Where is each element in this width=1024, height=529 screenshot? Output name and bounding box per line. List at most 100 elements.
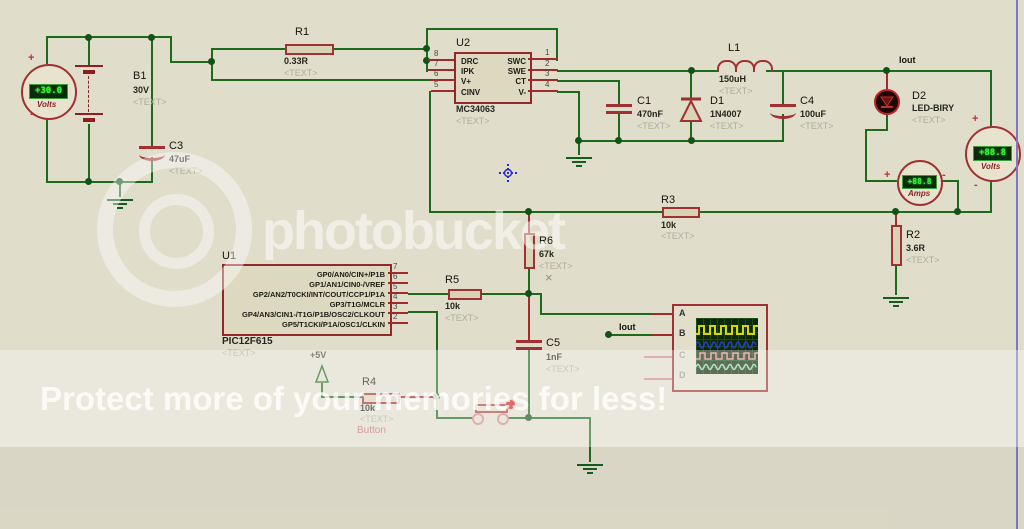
ref-label[interactable]: R4 — [362, 376, 377, 388]
pin-stub[interactable] — [644, 378, 672, 380]
pin-stub[interactable] — [652, 313, 672, 315]
ref-label[interactable]: D2 — [912, 90, 927, 102]
capacitor-c1[interactable] — [606, 104, 632, 107]
pin-stub[interactable] — [396, 396, 438, 398]
wire[interactable] — [408, 293, 448, 295]
text-placeholder[interactable]: <TEXT> — [661, 231, 695, 241]
wire[interactable] — [170, 61, 213, 63]
button-indicator[interactable] — [506, 400, 515, 409]
text-placeholder[interactable]: <TEXT> — [169, 166, 203, 176]
pin-stub[interactable] — [388, 322, 408, 324]
wire[interactable] — [88, 124, 90, 183]
pin-stub[interactable] — [430, 79, 454, 81]
value-label[interactable]: LED-BIRY — [912, 103, 955, 113]
value-label[interactable]: 10k — [661, 220, 677, 230]
text-placeholder[interactable]: <TEXT> — [133, 97, 167, 107]
value-label[interactable]: 470nF — [637, 109, 664, 119]
wire[interactable] — [429, 91, 431, 213]
net-label-iout[interactable]: Iout — [899, 55, 916, 65]
pin-stub[interactable] — [895, 213, 897, 225]
pin-stub[interactable] — [388, 302, 408, 304]
wire[interactable] — [46, 116, 48, 183]
text-placeholder[interactable]: <TEXT> — [456, 116, 490, 126]
wire[interactable] — [690, 121, 692, 142]
ref-label[interactable]: U2 — [456, 37, 471, 49]
wire[interactable] — [211, 48, 286, 50]
pin-stub[interactable] — [528, 69, 558, 71]
wire[interactable] — [436, 398, 438, 418]
wire[interactable] — [119, 181, 121, 197]
part-label[interactable]: PIC12F615 — [222, 336, 273, 347]
net-label-iout2[interactable]: Iout — [619, 322, 636, 332]
pin-stub[interactable] — [428, 59, 454, 61]
ground-symbol[interactable] — [566, 155, 592, 167]
wire[interactable] — [557, 91, 580, 93]
wire[interactable] — [321, 396, 362, 398]
wire[interactable] — [478, 293, 530, 295]
wire[interactable] — [426, 28, 558, 30]
value-label[interactable]: 0.33R — [284, 56, 309, 66]
pin-stub[interactable] — [388, 272, 408, 274]
button-caption[interactable]: Button — [357, 425, 386, 436]
text-placeholder[interactable]: <TEXT> — [546, 364, 580, 374]
value-label[interactable]: 10k — [360, 403, 376, 413]
wire[interactable] — [88, 36, 90, 66]
wire[interactable] — [618, 114, 620, 142]
text-placeholder[interactable]: <TEXT> — [637, 121, 671, 131]
chip-u1[interactable]: GP0/AN0/CIN+/P1B GP1/AN1/CIN0-/VREF GP2/… — [222, 264, 392, 336]
pin-stub[interactable] — [644, 356, 672, 358]
wire[interactable] — [46, 36, 152, 38]
ground-symbol[interactable] — [883, 295, 909, 307]
pin-stub[interactable] — [528, 213, 530, 233]
text-placeholder[interactable]: <TEXT> — [539, 261, 573, 271]
wire[interactable] — [540, 313, 653, 315]
chip-u2[interactable]: DRC IPK V+ CINV SWC SWE CT V- — [454, 52, 532, 104]
text-placeholder[interactable]: <TEXT> — [912, 115, 946, 125]
value-label[interactable]: 47uF — [169, 154, 191, 164]
pin-stub[interactable] — [528, 90, 558, 92]
ground-symbol[interactable] — [577, 462, 603, 474]
ref-label[interactable]: R6 — [539, 235, 554, 247]
wire[interactable] — [408, 311, 438, 313]
wire[interactable] — [46, 181, 153, 183]
ref-label[interactable]: L1 — [728, 42, 741, 54]
wire[interactable] — [578, 142, 580, 155]
wire[interactable] — [429, 211, 662, 213]
wire[interactable] — [610, 334, 653, 336]
text-placeholder[interactable]: <TEXT> — [445, 313, 479, 323]
ref-label[interactable]: D1 — [710, 95, 725, 107]
pin-stub[interactable] — [528, 79, 558, 81]
ref-label[interactable]: R3 — [661, 194, 676, 206]
resistor-r3[interactable] — [662, 207, 700, 218]
wire[interactable] — [865, 180, 897, 182]
pin-stub[interactable] — [388, 312, 408, 314]
pin-stub[interactable] — [528, 58, 558, 60]
text-placeholder[interactable]: <TEXT> — [360, 414, 394, 424]
value-label[interactable]: 10k — [445, 301, 461, 311]
wire[interactable] — [589, 417, 591, 462]
wire[interactable] — [505, 417, 591, 419]
wire[interactable] — [557, 70, 718, 72]
wire[interactable] — [321, 383, 323, 398]
pin-stub[interactable] — [431, 90, 454, 92]
value-label[interactable]: 67k — [539, 249, 555, 259]
part-label[interactable]: MC34063 — [456, 104, 496, 114]
wire[interactable] — [886, 113, 888, 131]
wire[interactable] — [528, 265, 530, 295]
wire[interactable] — [556, 28, 558, 61]
wire[interactable] — [170, 36, 172, 63]
wire[interactable] — [46, 36, 48, 64]
pin-stub[interactable] — [652, 334, 672, 336]
value-label[interactable]: 150uH — [719, 74, 747, 84]
wire[interactable] — [152, 36, 172, 38]
diode-d1[interactable] — [679, 96, 703, 124]
value-label[interactable]: 1nF — [546, 352, 563, 362]
ref-label[interactable]: R5 — [445, 274, 460, 286]
value-label[interactable]: 30V — [133, 85, 150, 95]
power-label-5v[interactable]: +5V — [310, 350, 327, 360]
resistor-r1[interactable] — [285, 44, 334, 55]
wire[interactable] — [865, 129, 867, 182]
capacitor-c4[interactable] — [770, 104, 796, 107]
wire[interactable] — [782, 114, 784, 142]
